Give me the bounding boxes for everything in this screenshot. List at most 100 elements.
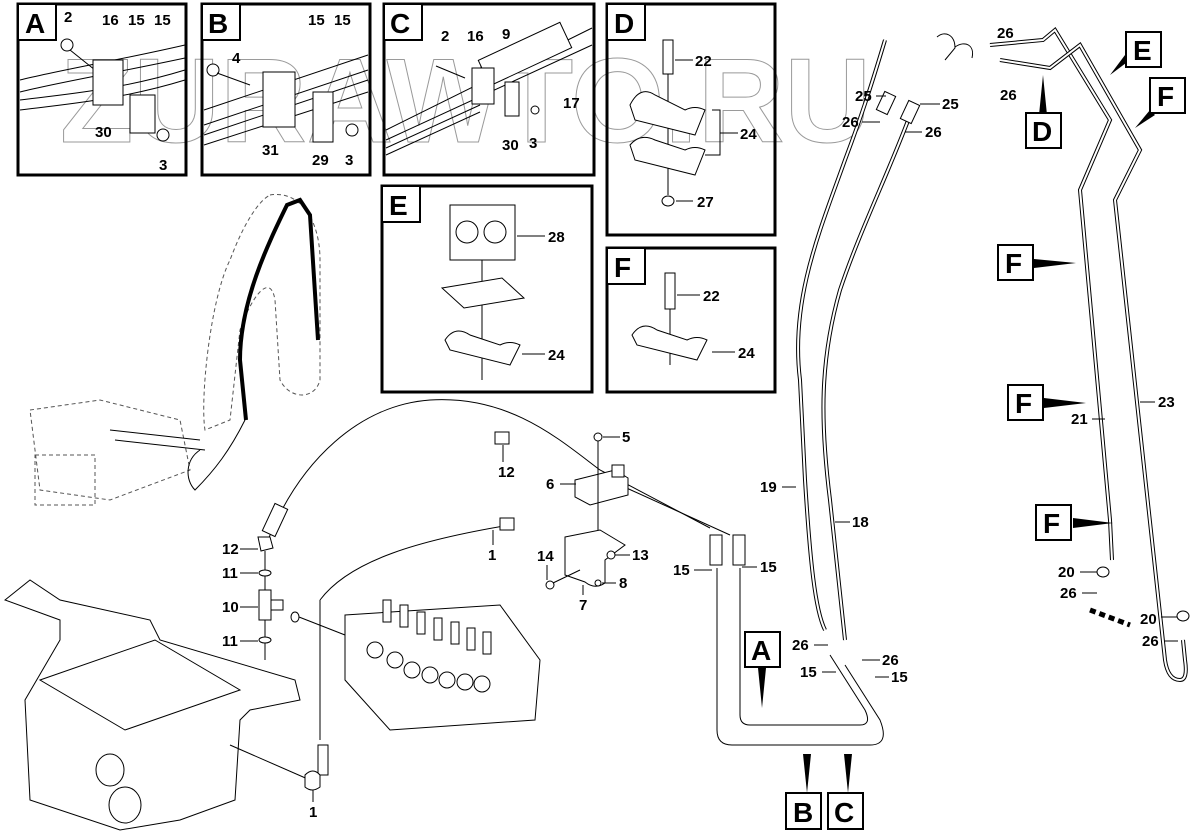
detail-frame-c [382,2,596,177]
arrow-pointer [1073,518,1113,528]
spool-lever [450,621,460,645]
callout: 26 [997,25,1014,42]
ref-letter: B [793,797,813,828]
bolt-5 [593,432,603,442]
callout: 3 [529,135,537,152]
ref-box [1149,77,1186,114]
callout: 24 [738,345,755,362]
callout: 15 [760,559,777,576]
detail-label-box-c [383,3,423,41]
hose-loop-inner [739,568,869,726]
nut [661,195,675,207]
elbow-1 [304,770,321,791]
callout: 26 [792,637,809,654]
spool-lever [382,599,392,623]
detail-frame-d [605,2,777,237]
detail-letter-f: F [614,252,631,283]
bolt-head [60,38,74,52]
callout: 31 [262,142,279,159]
hydraulic-tank [3,579,321,831]
callout: 24 [548,347,565,364]
fitting-25 [899,99,921,125]
ref-box [827,792,864,830]
callout: 12 [222,541,239,558]
main-callouts: 26 26 25 25 26 26 19 18 21 23 20 26 20 2… [222,25,1178,821]
valve-connector [611,464,625,478]
ref-letter: F [1015,388,1032,419]
ref-box [1007,384,1044,421]
detail-frame-f [605,246,777,394]
ref-letter: A [751,635,771,666]
ref-letter: F [1005,248,1022,279]
hose-main-upper [267,399,711,541]
seal-11 [258,569,272,577]
ref-box [997,244,1034,281]
bolt-head [206,63,220,77]
callout: 1 [309,804,317,821]
plug-20 [1176,610,1190,622]
pipe-clamp-upper [629,91,706,136]
callout: 25 [855,88,872,105]
arrow-pointer [844,754,852,793]
callout: 15 [128,12,145,29]
fitting-25 [875,90,897,116]
callout: 3 [345,152,353,169]
ref-box [785,792,822,830]
port [438,671,456,689]
boom-outline [203,193,321,431]
callout: 15 [673,562,690,579]
callout: 26 [842,114,859,131]
pipe-to-fittings [619,484,731,536]
tank-top [38,639,242,731]
boom-hose [237,197,320,421]
clamp-bore [483,220,507,244]
callout: 11 [222,633,238,650]
bolt-shank [69,49,96,71]
callout: 17 [563,95,580,112]
detail-view-d: D 22 24 27 [605,2,777,237]
bracket-7 [564,529,626,587]
callout: 26 [1142,633,1159,650]
bolt-shank [216,72,251,86]
clamp-plate [129,94,156,134]
valve-sketch [109,429,206,451]
detail-frame-b [200,2,372,177]
bolt-14 [545,580,555,590]
fitting-1 [499,517,515,531]
detail-frame-a [16,2,188,177]
callout: 22 [695,53,712,70]
callout: 14 [537,548,554,565]
hose-loop-outer [716,568,884,746]
callout: 16 [102,12,119,29]
callout: 26 [1060,585,1077,602]
clamp-block [262,71,296,128]
tee-10 [258,589,272,621]
pipe-clamp [631,325,708,361]
callout: 18 [852,514,869,531]
hose-ferrule [317,744,329,776]
callout: 29 [312,152,329,169]
callout: 9 [502,26,510,43]
clamp-block [92,59,124,106]
detail-letter-e: E [389,190,408,221]
clamp-plate [312,91,334,143]
nut [530,105,540,115]
callout: 19 [760,479,777,496]
return-line [229,744,311,781]
callout: 24 [740,126,757,143]
ref-box [1125,31,1162,68]
callout: 15 [154,12,171,29]
callout: 4 [232,50,241,67]
washer-13 [606,550,616,560]
callout: 16 [467,28,484,45]
ref-marker-c: C [827,754,864,830]
callout: 15 [800,664,817,681]
spool-lever [399,604,409,628]
pipe-clamp [444,330,521,366]
callout: 5 [622,429,630,446]
callout: 2 [64,9,72,26]
detail-label-box-d [606,3,646,41]
valve-sections [366,599,492,693]
watermark-text: ZURAWTO.RU [60,34,871,168]
callout: 27 [697,194,714,211]
